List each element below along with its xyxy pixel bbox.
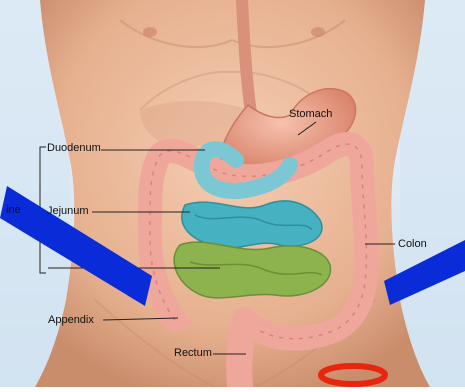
- nipple-left: [143, 27, 157, 37]
- label-rectum: Rectum: [174, 347, 212, 359]
- nipple-right: [311, 27, 325, 37]
- label-jejunum: Jejunum: [47, 205, 89, 217]
- ileum: [174, 242, 330, 298]
- label-ileum-partial: ine: [6, 204, 21, 216]
- label-stomach: Stomach: [289, 108, 332, 120]
- label-colon: Colon: [398, 238, 427, 250]
- label-appendix: Appendix: [48, 314, 94, 326]
- label-duodenum: Duodenum: [47, 142, 101, 154]
